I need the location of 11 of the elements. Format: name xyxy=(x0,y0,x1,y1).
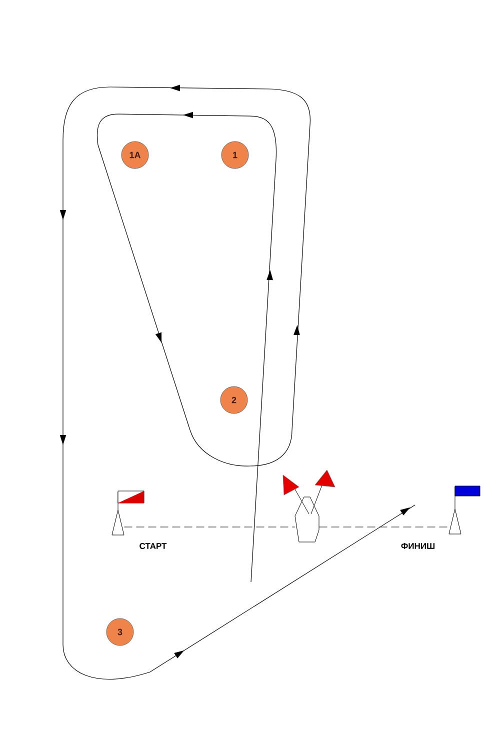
start-finish-line xyxy=(318,526,450,528)
mark-buoy: 1A xyxy=(121,141,149,169)
line-label: ФИНИШ xyxy=(401,543,434,549)
committee-boat xyxy=(282,470,336,542)
mark-buoy: 1 xyxy=(221,141,249,169)
line-label: СТАРТ xyxy=(140,543,167,549)
mark-buoy: 3 xyxy=(106,618,134,646)
start-finish-line xyxy=(124,526,296,528)
mark-buoy: 2 xyxy=(220,386,248,414)
flag-buoy xyxy=(112,490,144,536)
flag-buoy xyxy=(448,486,480,534)
